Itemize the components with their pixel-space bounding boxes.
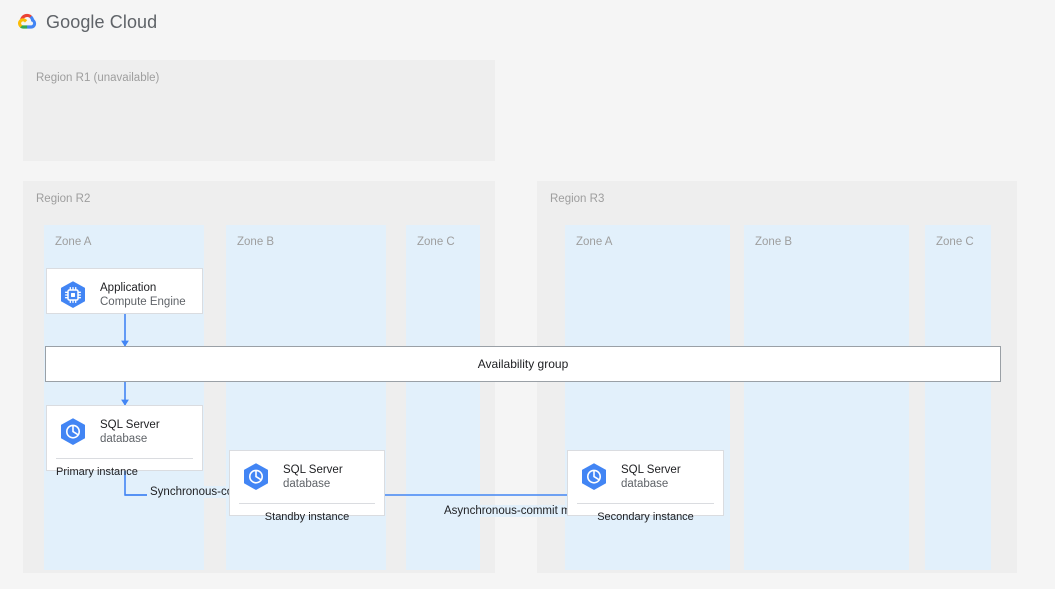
google-cloud-logo-icon [14,11,40,35]
edge-label-asynchronous-commit: Asynchronous-commit mode [441,505,593,517]
region-r1-label: Region R1 (unavailable) [36,72,160,84]
node-primary-db-subtitle: database [100,433,148,445]
node-standby-db-subtitle: database [283,478,331,490]
node-standby-db-title: SQL Server [283,463,343,476]
brand-name: Google Cloud [46,12,158,32]
sql-server-database-icon [577,460,611,494]
card-divider [577,503,714,504]
card-divider [56,458,193,459]
region-r1: Region R1 (unavailable) [23,60,495,161]
region-r3-label: Region R3 [550,193,605,205]
compute-engine-icon [56,278,90,312]
zone-r3-c-label: Zone C [936,236,974,248]
card-divider [239,503,375,504]
zone-r3-a-label: Zone A [576,236,613,248]
zone-r2-a-label: Zone A [55,236,92,248]
node-secondary-db-footer: Secondary instance [597,511,694,523]
node-primary-db-footer: Primary instance [56,466,138,478]
region-r2-label: Region R2 [36,193,91,205]
node-standby-db-footer: Standby instance [264,511,350,523]
availability-group-label: Availability group [477,357,569,371]
availability-group-bar[interactable]: Availability group [45,346,1001,382]
node-application-subtitle: Compute Engine [100,296,186,308]
sql-server-database-icon [56,415,90,449]
zone-r2-c: Zone C [406,225,480,570]
node-secondary-db-subtitle: database [621,478,669,490]
node-application-title: Application [100,281,157,294]
node-primary-db-title: SQL Server [100,418,160,431]
node-primary-db[interactable]: SQL Server database Primary instance [46,405,203,478]
node-application[interactable]: Application Compute Engine [46,268,203,314]
architecture-diagram: Region R1 (unavailable) Region R2 Zone A… [0,46,1055,589]
sql-server-database-icon [239,460,273,494]
zone-r3-b-label: Zone B [755,236,793,248]
node-secondary-db[interactable]: SQL Server database Secondary instance [567,450,724,523]
page-header: Google Cloud [0,0,1055,46]
zone-r2-b-label: Zone B [237,236,275,248]
node-standby-db[interactable]: SQL Server database Standby instance [229,450,385,523]
zone-r2-c-label: Zone C [417,236,455,248]
node-secondary-db-title: SQL Server [621,463,681,476]
zone-r3-b: Zone B [744,225,909,570]
zone-r3-c: Zone C [925,225,991,570]
